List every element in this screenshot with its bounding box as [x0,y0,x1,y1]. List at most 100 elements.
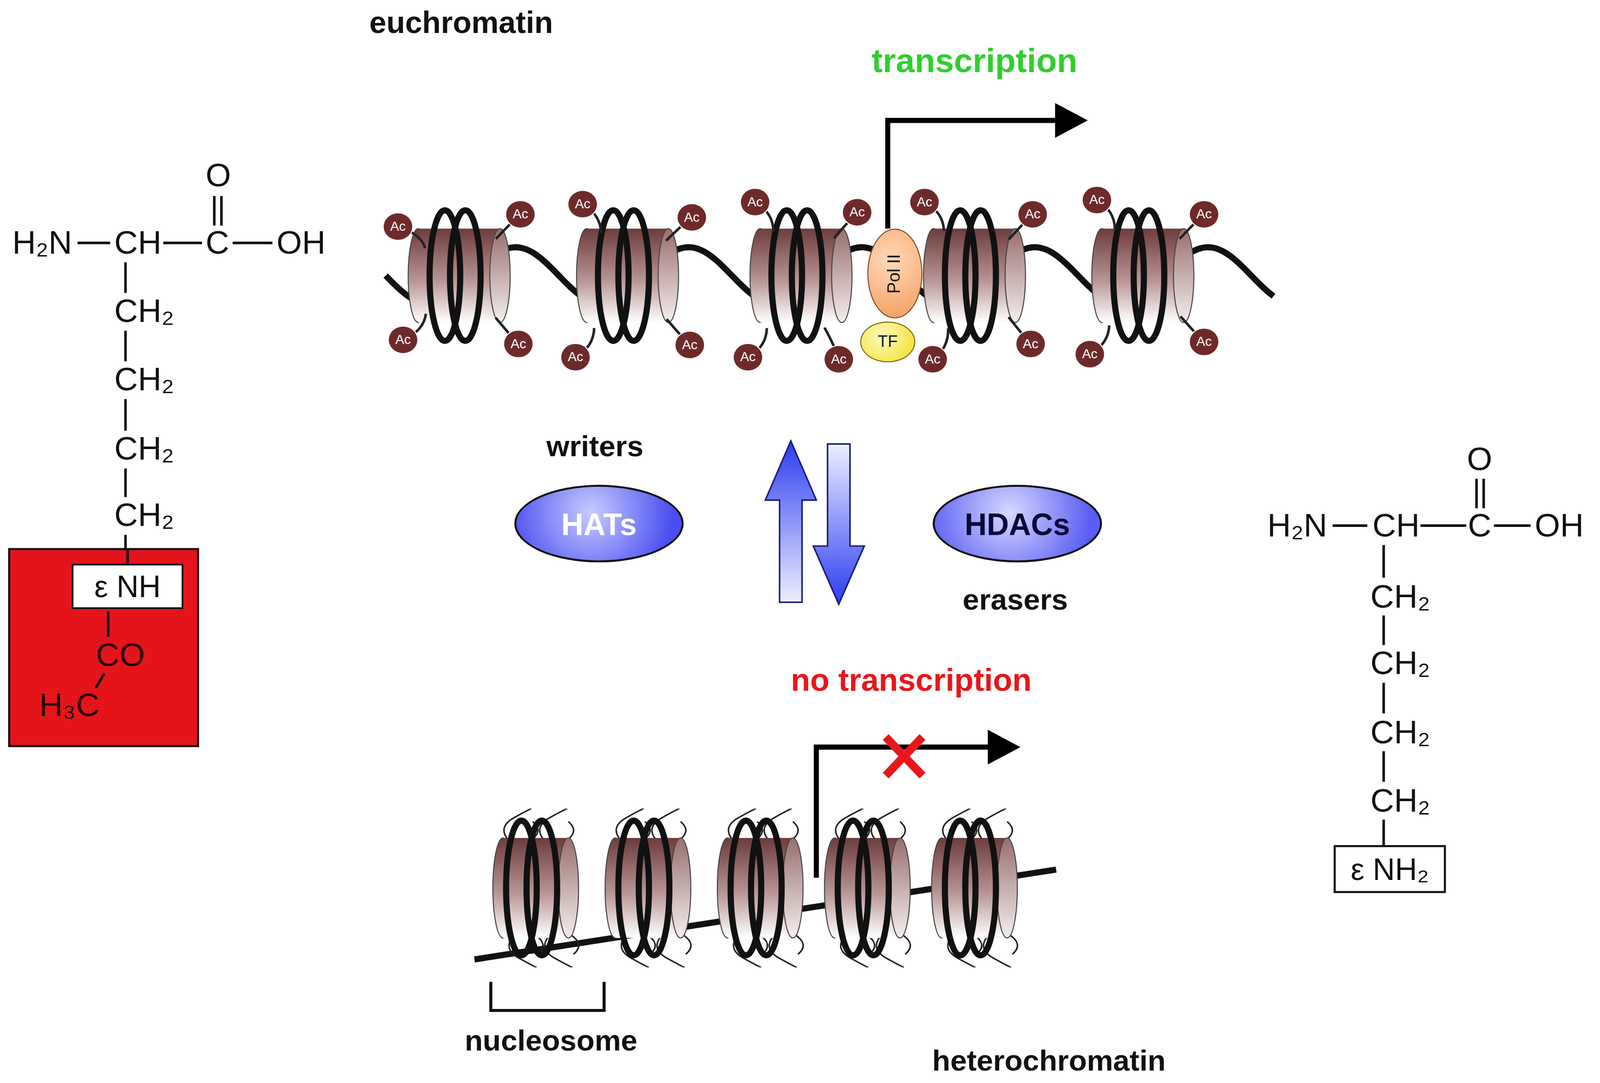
acetyl-mark: Ac [1188,327,1220,357]
node-text: Ac [682,337,698,353]
acetyl-group-box: COH₃Cε NH [8,547,200,747]
arrow-head [987,729,1021,765]
nucleosome-figure [492,809,579,967]
nucleosome-figure [824,809,911,967]
chem-atom-label: O [1466,441,1493,478]
bond-line [96,673,105,688]
arrow-head [1055,103,1088,139]
chem-atom-label: CH [114,224,162,261]
node-text: Ac [740,349,756,365]
chem-atom-label: OH [1534,507,1584,544]
bond-line [124,330,127,362]
node-text: Ac [512,206,528,222]
chem-atom-label: CH₂ [1370,714,1430,751]
node-text: ε NH [94,568,161,603]
bond-line [1382,682,1385,714]
node-text: Ac [567,349,584,365]
transcription-arrow [887,120,1062,229]
role-label: erasers [962,583,1069,617]
state-label: transcription [871,42,1078,80]
acetyl-mark: Ac [674,330,705,360]
bond-line [1382,819,1385,845]
node-text: Ac [395,332,411,348]
acetyl-mark: Ac [560,342,591,372]
node-text: Ac [683,210,700,225]
node-text: Ac [1088,192,1105,208]
acetyl-mark: Ac [505,200,536,229]
nucleosome-figure [923,210,1026,341]
chem-atom-label: CH₂ [114,497,174,534]
acetyl-mark: Ac [503,329,534,359]
epsilon-amine-box: ε NH [71,562,184,609]
title-label: heterochromatin [932,1045,1166,1078]
node-text: Ac [575,196,591,212]
nucleosome-figure [717,809,804,967]
bond-line [124,398,127,431]
acetyl-mark: Ac [1081,185,1113,215]
part-label: nucleosome [464,1024,638,1057]
bond-line [1332,524,1368,527]
chem-atom-label: O [205,157,232,194]
title-label: euchromatin [369,5,554,40]
nucleosome-figure [605,809,692,967]
role-label: writers [546,430,644,464]
nucleosome-figure [931,809,1018,967]
acetyl-mark: Ac [1074,339,1106,369]
chem-atom-label: C [1467,507,1492,544]
nucleosome-figure [1091,210,1195,341]
acetyl-mark: Ac [382,212,414,241]
acetyl-mark: Ac [909,187,940,217]
writer-enzyme: HATs [514,484,684,563]
chem-atom-label: CH₂ [1370,645,1430,682]
pol-ii-enzyme: Pol II [867,228,923,319]
bond-line [1420,524,1467,527]
node-text: Ac [1024,206,1041,222]
node-text: ε NH₂ [1350,851,1430,886]
chem-atom-label: CH₂ [114,293,174,330]
acetyl-mark: Ac [387,325,419,355]
node-text: HATs [561,506,637,541]
node-text: Ac [925,352,941,367]
acetyl-mark: Ac [567,189,598,219]
chem-atom-label: CH₂ [114,430,174,467]
transcription-arrow [816,746,992,878]
bond-line [1482,478,1485,509]
chem-atom-label: C [205,224,229,261]
bond-line [232,241,273,245]
bond-line [124,534,127,550]
node-text: Pol II [885,253,905,294]
chem-atom-label: CH [1372,507,1420,544]
acetyl-mark: Ac [1015,329,1046,359]
bond-line [1382,615,1385,645]
bond-line [124,468,127,498]
acetyl-mark: Ac [739,187,771,217]
acetyl-mark: Ac [1188,200,1220,229]
state-label: no transcription [790,663,1032,699]
eraser-enzyme: HDACs [932,484,1103,563]
nucleosome-figure [576,210,679,341]
block-cross [885,736,923,776]
node-text: Ac [831,352,847,367]
node-text: Ac [849,204,865,220]
acetyl-mark: Ac [732,342,764,372]
nucleosome-figure [749,210,853,341]
bond-line [106,611,110,637]
node-text: Ac [510,336,526,352]
bond-line [220,195,223,226]
acetyl-mark: Ac [1017,200,1048,229]
node-text: CO [96,637,146,673]
acetyl-mark: Ac [917,344,949,374]
chem-atom-label: H₂N [1267,507,1328,544]
acetyl-mark: Ac [676,202,708,232]
bond-line [124,262,127,293]
node-text: Ac [1196,206,1212,222]
block-cross [885,736,923,776]
chem-atom-label: CH₂ [1370,578,1430,615]
node-text: Ac [1082,346,1098,362]
epsilon-amine-box: ε NH₂ [1333,844,1446,893]
node-text: TF [877,332,898,352]
node-text: Ac [1023,336,1039,352]
node-text: HDACs [964,506,1071,541]
bond-line [77,241,110,245]
